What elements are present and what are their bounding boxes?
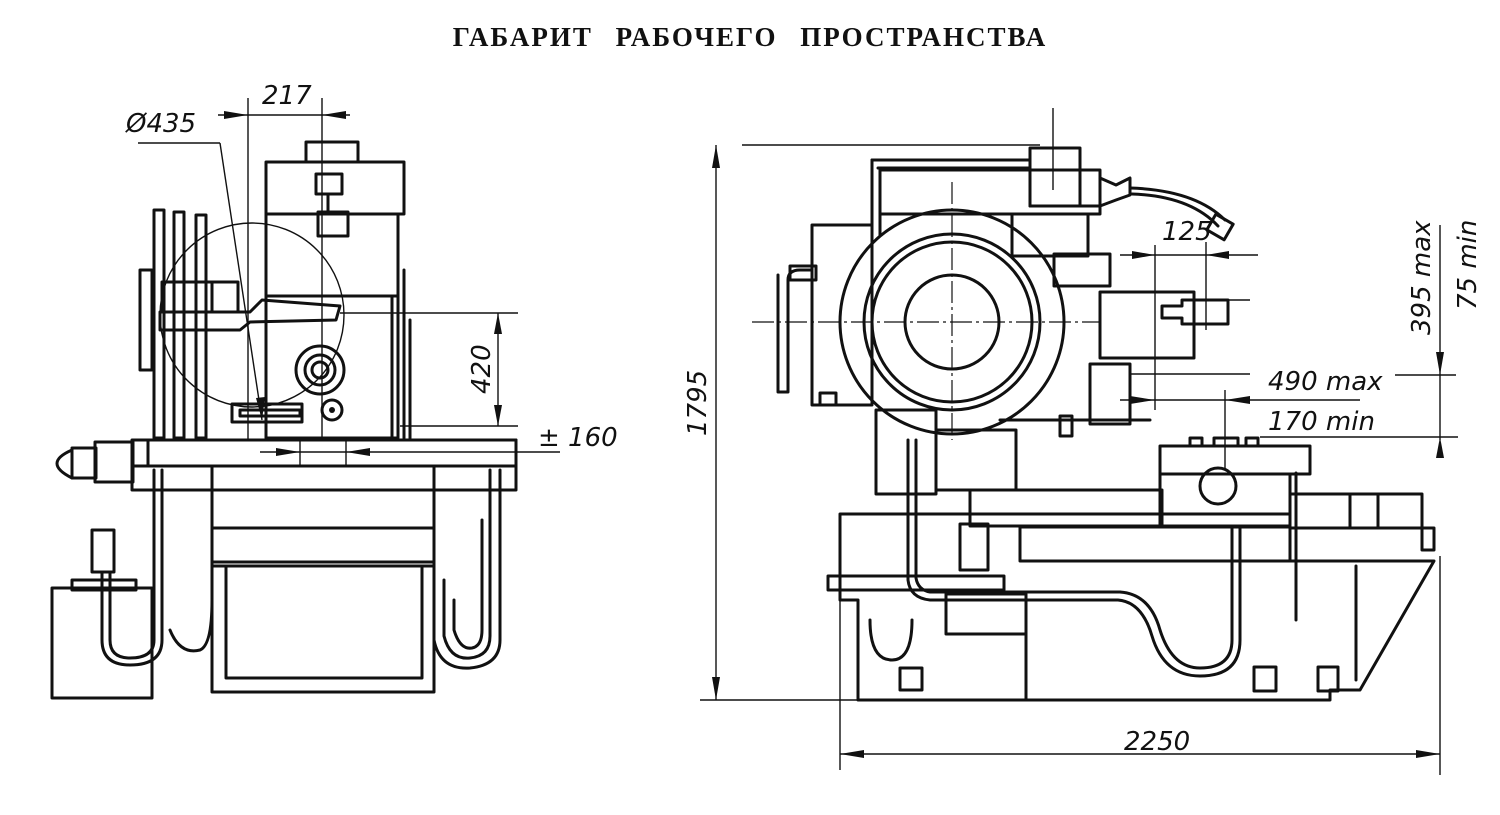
right-view-dimensions	[700, 144, 1458, 775]
drawing-title: ГАБАРИТ РАБОЧЕГО ПРОСТРАНСТВА	[452, 22, 1048, 52]
bolt	[1058, 414, 1074, 438]
lead-screw	[138, 268, 154, 372]
dim-170-min: 170 min	[1268, 407, 1375, 437]
left-rail	[152, 208, 166, 440]
hose-right	[432, 468, 502, 670]
left-view-dimensions	[138, 98, 560, 466]
head-cap	[304, 140, 360, 164]
side-pipe	[776, 268, 814, 394]
dim-diameter-435: Ø435	[125, 109, 196, 139]
dim-travel-160: ± 160	[538, 423, 618, 453]
clamp-arm	[158, 298, 342, 332]
coolant-hose	[914, 438, 1234, 670]
dim-217: 217	[262, 81, 312, 111]
head-top-block	[264, 160, 406, 216]
workspace-circle	[159, 222, 345, 408]
column-lower	[264, 294, 400, 440]
work-table	[130, 438, 518, 468]
carriage-block	[210, 464, 436, 568]
coolant-pump	[958, 522, 990, 572]
bed-slide	[1018, 525, 1292, 563]
dim-420: 420	[467, 344, 497, 394]
dim-2250: 2250	[1124, 727, 1190, 757]
dim-490-max: 490 max	[1268, 367, 1383, 397]
dim-395-max: 395 max	[1407, 220, 1437, 335]
flex-hose	[1128, 186, 1227, 222]
motor-end	[55, 448, 74, 480]
hose-nozzle	[1205, 212, 1235, 242]
dim-125: 125	[1162, 217, 1212, 247]
table-fixture	[230, 402, 304, 424]
motor-housing	[93, 440, 135, 484]
pump-motor	[90, 528, 116, 574]
spindle-outer	[294, 344, 346, 396]
top-housing	[1028, 146, 1082, 208]
head-slot	[314, 172, 344, 196]
hose-left	[100, 468, 164, 667]
head-weight	[316, 210, 350, 238]
base-cabinet	[210, 560, 436, 694]
tool-nut	[1160, 298, 1230, 326]
hose-connector	[1098, 176, 1132, 208]
saddle	[1158, 444, 1312, 476]
dim-1795: 1795	[683, 370, 713, 436]
dim-75-min: 75 min	[1453, 220, 1483, 310]
column-upper	[264, 212, 400, 298]
left-view-machine	[50, 140, 518, 700]
handwheel	[1198, 466, 1238, 506]
tool-holder	[1098, 290, 1196, 360]
right-view-centerlines	[752, 108, 1250, 440]
